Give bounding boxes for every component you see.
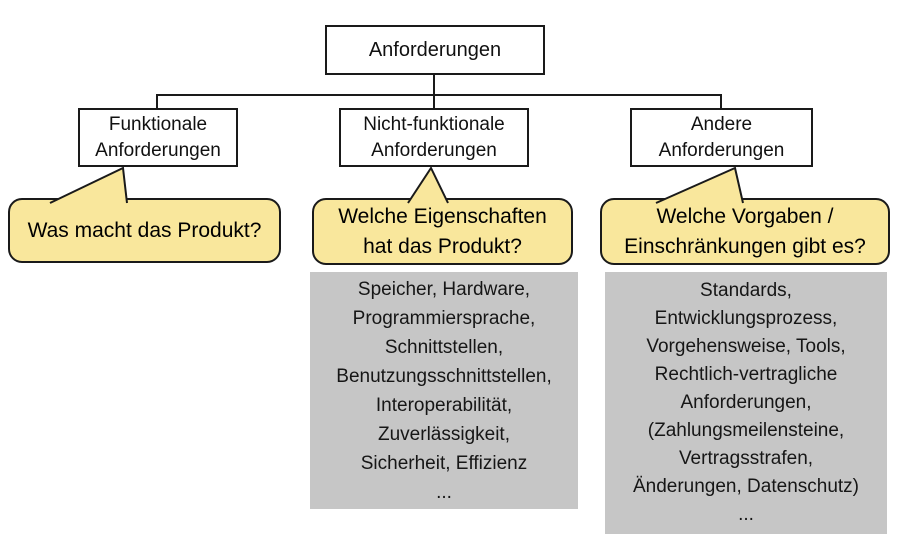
list-line: Sicherheit, Effizienz	[360, 452, 528, 474]
callout-funktionale-text: Was macht das Produkt?	[27, 218, 262, 242]
callout-nicht-funktionale-line2: hat das Produkt?	[363, 234, 522, 258]
node-anforderungen: Anforderungen	[325, 25, 545, 75]
list-line: Vertragsstrafen,	[678, 448, 814, 469]
list-andere-beispiele: Standards, Entwicklungsprozess, Vorgehen…	[605, 272, 887, 534]
node-funktionale-line2: Anforderungen	[95, 139, 221, 161]
node-nicht-funktionale-line1: Nicht-funktionale	[363, 113, 505, 135]
node-andere-line1: Andere	[690, 113, 753, 135]
list-line: Interoperabilität,	[375, 394, 513, 416]
list-line: Standards,	[700, 280, 792, 301]
list-line: ...	[436, 481, 452, 503]
connector-horizontal-bar	[156, 94, 722, 96]
callout-funktionale: Was macht das Produkt?	[8, 198, 281, 263]
list-line: Änderungen, Datenschutz)	[632, 476, 860, 497]
list-line: Zuverlässigkeit,	[378, 423, 510, 445]
list-line: Entwicklungsprozess,	[654, 308, 838, 329]
node-funktionale-line1: Funktionale	[108, 113, 208, 135]
node-nicht-funktionale-anforderungen: Nicht-funktionale Anforderungen	[339, 108, 529, 167]
connector-drop-left	[156, 94, 158, 109]
node-anforderungen-label: Anforderungen	[368, 39, 502, 61]
list-line: Benutzungsschnittstellen,	[336, 365, 552, 387]
node-andere-line2: Anforderungen	[658, 139, 785, 161]
node-nicht-funktionale-line2: Anforderungen	[371, 139, 497, 161]
list-line: Programmiersprache,	[352, 307, 536, 329]
list-line: Vorgehensweise, Tools,	[646, 336, 846, 357]
list-line: Rechtlich-vertragliche	[654, 364, 838, 385]
callout-andere-line1: Welche Vorgaben /	[656, 204, 834, 228]
list-line: Speicher, Hardware,	[357, 278, 531, 300]
list-line: (Zahlungsmeilensteine,	[647, 420, 845, 441]
callout-nicht-funktionale: Welche Eigenschaften hat das Produkt?	[312, 198, 573, 265]
list-line: ...	[738, 504, 754, 525]
list-line: Anforderungen,	[680, 392, 812, 413]
callout-andere-line2: Einschränkungen gibt es?	[624, 234, 866, 258]
node-andere-anforderungen: Andere Anforderungen	[630, 108, 813, 167]
connector-drop-right	[720, 94, 722, 109]
callout-andere: Welche Vorgaben / Einschränkungen gibt e…	[600, 198, 890, 265]
list-line: Schnittstellen,	[384, 336, 504, 358]
connector-drop-center	[433, 94, 435, 109]
connector-root-stem	[433, 75, 435, 96]
node-funktionale-anforderungen: Funktionale Anforderungen	[78, 108, 238, 167]
list-nicht-funktionale-beispiele: Speicher, Hardware, Programmiersprache, …	[310, 272, 578, 509]
callout-nicht-funktionale-line1: Welche Eigenschaften	[338, 204, 547, 228]
